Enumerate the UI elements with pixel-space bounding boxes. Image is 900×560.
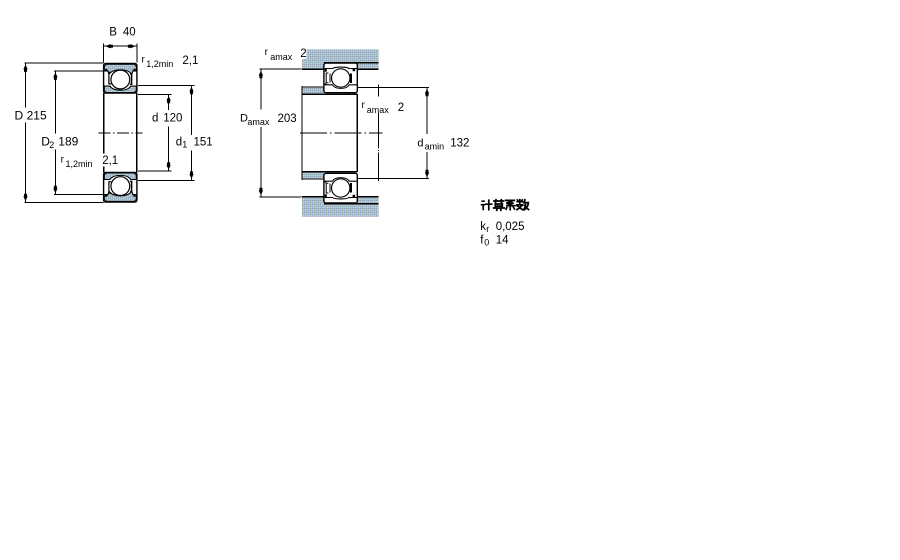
svg-text:151: 151 — [194, 136, 213, 148]
svg-text:1: 1 — [182, 140, 187, 150]
svg-text:189: 189 — [58, 135, 78, 149]
svg-text:r: r — [61, 155, 65, 166]
svg-text:f: f — [480, 234, 484, 246]
svg-text:2: 2 — [398, 102, 404, 114]
svg-text:215: 215 — [27, 109, 47, 123]
svg-text:amax: amax — [247, 117, 270, 127]
svg-text:132: 132 — [450, 137, 469, 149]
svg-text:d: d — [417, 137, 423, 149]
svg-text:1,2min: 1,2min — [66, 159, 93, 169]
svg-text:d: d — [176, 136, 182, 148]
svg-text:amax: amax — [367, 105, 390, 115]
svg-text:14: 14 — [496, 234, 509, 246]
svg-text:r: r — [265, 47, 269, 58]
svg-text:amax: amax — [270, 52, 293, 62]
svg-text:k: k — [480, 221, 486, 233]
svg-text:D: D — [240, 112, 248, 124]
svg-text:r: r — [362, 100, 366, 111]
svg-text:2,1: 2,1 — [182, 55, 198, 67]
svg-text:0: 0 — [484, 238, 489, 248]
svg-text:r: r — [142, 54, 146, 65]
svg-text:2: 2 — [300, 48, 306, 60]
svg-text:203: 203 — [278, 113, 297, 125]
svg-text:D: D — [15, 109, 24, 123]
svg-text:1,2min: 1,2min — [146, 59, 173, 69]
svg-text:40: 40 — [123, 26, 136, 38]
svg-text:B: B — [109, 26, 117, 38]
svg-text:r: r — [486, 224, 489, 234]
svg-text:D: D — [41, 135, 50, 149]
svg-text:2,1: 2,1 — [102, 155, 118, 167]
svg-text:2: 2 — [49, 140, 54, 150]
svg-text:d: d — [152, 113, 158, 125]
svg-text:120: 120 — [163, 113, 182, 125]
svg-text:0,025: 0,025 — [496, 221, 525, 233]
svg-text:amin: amin — [425, 142, 445, 152]
